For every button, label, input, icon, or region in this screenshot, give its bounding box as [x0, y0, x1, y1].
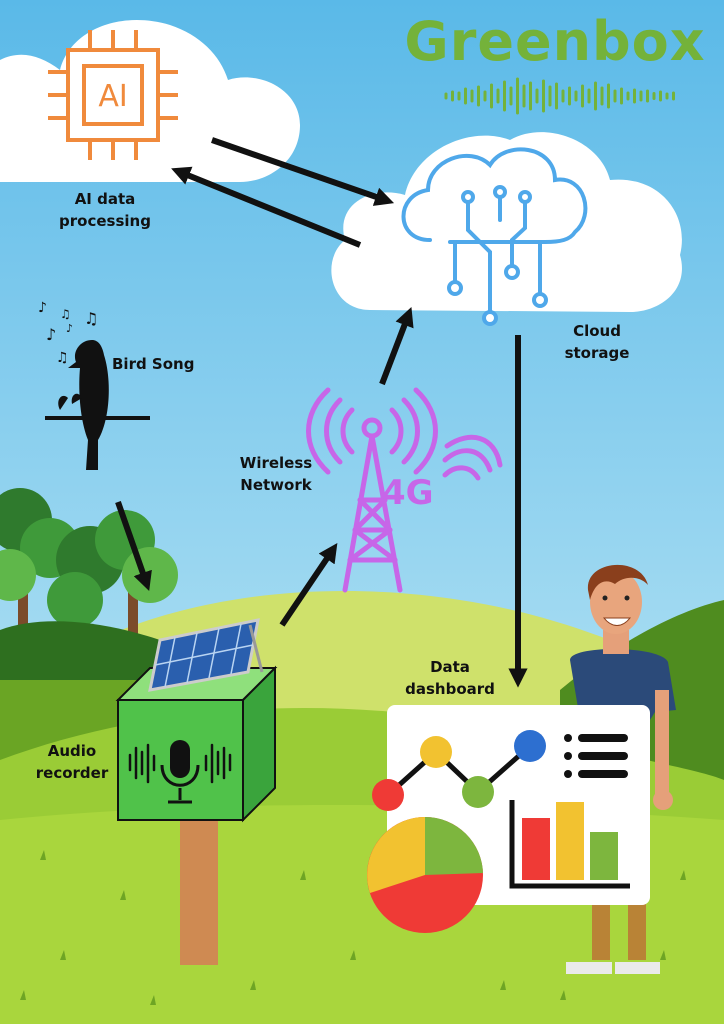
svg-text:♫: ♫ — [84, 309, 98, 328]
svg-text:♪: ♪ — [38, 300, 47, 316]
cell-tower-icon — [306, 387, 503, 593]
flow-arrows — [115, 137, 528, 688]
svg-text:♪: ♪ — [46, 325, 56, 344]
ai-chip-text: AI — [98, 79, 127, 114]
ai-chip-icon — [48, 30, 178, 160]
label-wireless-network: Wireless Network — [228, 452, 324, 496]
person-illustration — [566, 564, 676, 974]
label-cloud-storage-line2: storage — [564, 344, 630, 362]
svg-text:♫: ♫ — [56, 350, 69, 366]
storage-cloud — [331, 132, 682, 312]
sound-wave-icon — [444, 77, 675, 115]
pie-chart-icon — [367, 817, 483, 933]
label-audio-recorder-line2: recorder — [35, 764, 109, 782]
label-wireless-network-line1: Wireless — [239, 454, 313, 472]
trees-illustration — [0, 488, 178, 680]
label-ai-processing-line1: AI data — [74, 190, 136, 208]
label-data-dashboard: Data dashboard — [400, 656, 500, 700]
network-4g-label: 4G — [382, 473, 434, 513]
label-cloud-storage: Cloud storage — [552, 320, 642, 364]
app-title: Greenbox — [404, 10, 706, 73]
label-ai-processing-line2: processing — [59, 212, 151, 230]
arrow-cloud-to-ai — [171, 166, 362, 248]
arrow-recorder-to-tower — [279, 543, 338, 627]
label-audio-recorder-line1: Audio — [47, 742, 97, 760]
label-cloud-storage-line1: Cloud — [573, 322, 621, 340]
arrow-tower-to-cloud — [379, 307, 414, 386]
audio-recorder-device — [115, 618, 278, 965]
bird-icon: ♪ ♫ ♫ ♪ ♪ ♫ — [38, 300, 150, 470]
label-data-dashboard-line1: Data — [430, 658, 470, 676]
svg-text:♪: ♪ — [66, 322, 73, 335]
microphone-icon — [128, 740, 232, 804]
label-bird-song: Bird Song — [112, 355, 195, 373]
label-data-dashboard-line2: dashboard — [405, 680, 495, 698]
cloud-circuit-icon — [401, 147, 588, 326]
label-ai-processing: AI data processing — [50, 188, 160, 232]
arrow-ai-to-cloud — [211, 137, 395, 206]
label-wireless-network-line2: Network — [240, 476, 312, 494]
arrow-bird-to-recorder — [115, 501, 152, 592]
label-audio-recorder: Audio recorder — [24, 740, 120, 784]
svg-text:♫: ♫ — [60, 307, 71, 321]
